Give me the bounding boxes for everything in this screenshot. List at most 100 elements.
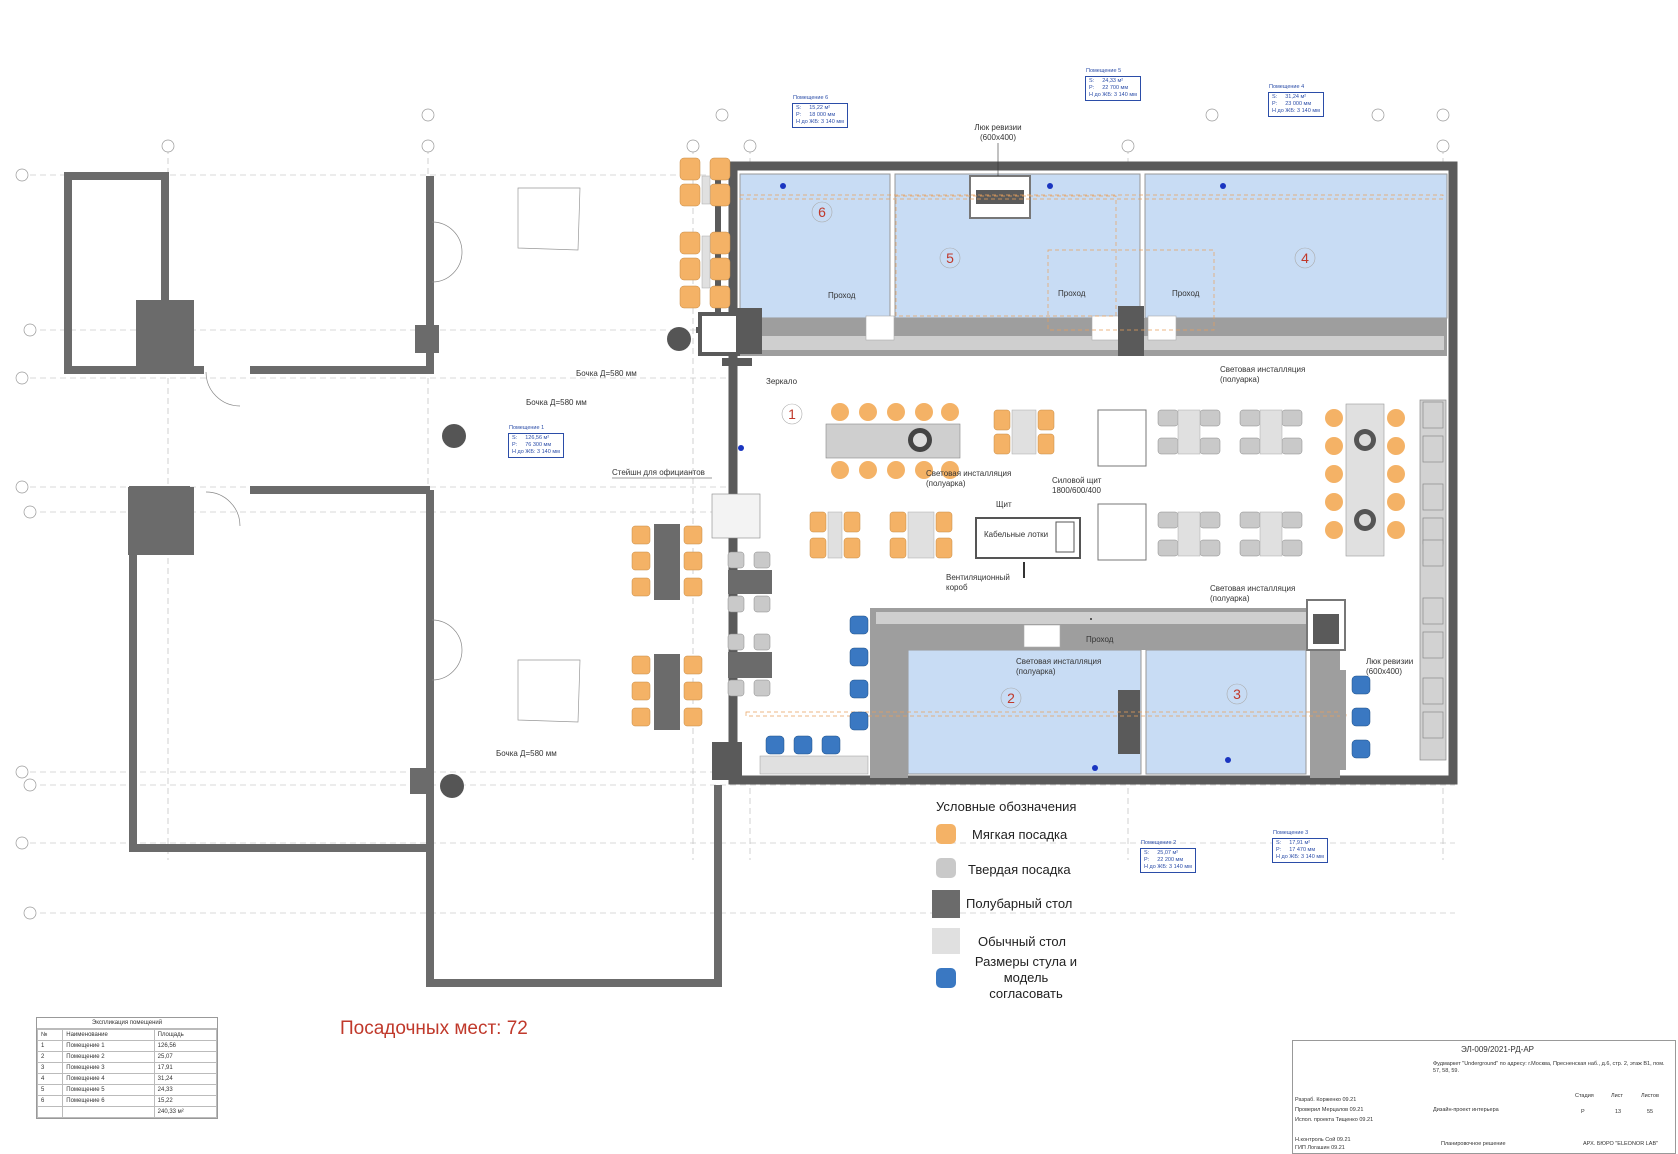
hatch-size-top: (600х400) xyxy=(980,133,1016,142)
column xyxy=(410,768,434,794)
signatory-row: ГИП Логашин 09.21 xyxy=(1295,1145,1345,1151)
light-install-sub-4: (полуарка) xyxy=(1016,667,1056,676)
project-description: Дизайн-проект интерьера xyxy=(1433,1107,1499,1113)
barrel-label-1: Бочка Д=580 мм xyxy=(576,369,637,378)
sheets-header: Листов xyxy=(1641,1093,1659,1099)
explication-table: Экспликация помещений № Наименование Пло… xyxy=(36,1017,218,1119)
sheet-header: Лист xyxy=(1611,1093,1623,1099)
column xyxy=(136,300,194,370)
legend-agree-3: согласовать xyxy=(989,986,1063,1001)
explication-title: Экспликация помещений xyxy=(37,1018,217,1029)
right-bench xyxy=(1419,399,1447,761)
room-number-2: 2 xyxy=(1007,690,1015,706)
room-tag-title: Помещение 3 xyxy=(1273,830,1309,836)
doc-code: ЭЛ-009/2021-РД-АР xyxy=(1461,1045,1534,1054)
room-tag-title: Помещение 2 xyxy=(1141,840,1177,846)
explic-header: Наименование xyxy=(62,1029,155,1041)
light-install-label-4: Световая инсталляция xyxy=(1016,657,1101,666)
room-tag-4: Помещение 4 S:31,24 м² P:23 000 мм Н до … xyxy=(1268,84,1324,117)
hatch-label-right: Люк ревизии xyxy=(1366,657,1413,666)
room-number-6: 6 xyxy=(818,204,826,220)
legend-halfbar: Полубарный стол xyxy=(966,896,1072,911)
room-tag-title: Помещение 1 xyxy=(509,425,545,431)
passage-label-2: Проход xyxy=(1058,289,1086,298)
hatch-size-right: (600х400) xyxy=(1366,667,1402,676)
legend: Условные обозначения Мягкая посадка Твер… xyxy=(932,799,1077,1001)
axis-bubbles xyxy=(15,108,1450,920)
explic-header: № xyxy=(36,1029,64,1041)
light-install-label-2: Световая инсталляция xyxy=(926,469,1011,478)
stage-value: Р xyxy=(1581,1109,1585,1115)
mirror-label: Зеркало xyxy=(766,377,798,386)
light-install-sub-2: (полуарка) xyxy=(926,479,966,488)
light-install-label-3: Световая инсталляция xyxy=(1210,584,1295,593)
light-install-sub-1: (полуарка) xyxy=(1220,375,1260,384)
project-address: Фудмаркет "Underground" по адресу: г.Мос… xyxy=(1433,1061,1665,1074)
room-tag-title: Помещение 4 xyxy=(1269,84,1305,90)
left-walls xyxy=(64,172,722,987)
legend-regular: Обычный стол xyxy=(978,934,1066,949)
sheet-value: 13 xyxy=(1615,1109,1622,1115)
room-tag-1: Помещение 1 S:126,56 м² P:76 300 мм Н до… xyxy=(508,425,564,458)
room-tag-title: Помещение 5 xyxy=(1086,68,1122,74)
table-row: 240,33 м² xyxy=(36,1106,218,1118)
explic-total: 240,33 м² xyxy=(153,1106,218,1118)
stair-shapes xyxy=(517,187,581,723)
legend-swatch-hard xyxy=(936,858,956,878)
legend-swatch-regular xyxy=(932,928,960,954)
room-number-4: 4 xyxy=(1301,250,1309,266)
door-swings xyxy=(205,221,463,681)
sheets-value: 55 xyxy=(1647,1109,1654,1115)
title-block: ЭЛ-009/2021-РД-АР Фудмаркет "Underground… xyxy=(1292,1040,1676,1154)
column xyxy=(128,487,194,555)
room-number-1: 1 xyxy=(788,406,796,422)
legend-swatch-halfbar xyxy=(932,890,960,918)
passage-label-1: Проход xyxy=(828,291,856,300)
room-tag-title: Помещение 6 xyxy=(793,95,829,101)
seats-total: Посадочных мест: 72 xyxy=(340,1018,528,1039)
room-tag-5: Помещение 5 S:24,33 м² P:22 700 мм Н до … xyxy=(1085,68,1141,101)
power-panel-label: Силовой щит xyxy=(1052,476,1102,485)
signatory-row: Испол. проекта Тищенко 09.21 xyxy=(1295,1117,1374,1123)
vent-duct-label: Вентиляционный xyxy=(946,573,1010,582)
legend-swatch-soft xyxy=(936,824,956,844)
column xyxy=(415,325,439,353)
bureau-name: АРХ. БЮРО "ELEONOR LAB" xyxy=(1583,1141,1659,1147)
legend-soft: Мягкая посадка xyxy=(972,827,1068,842)
room-numbers: 6 5 4 1 2 3 xyxy=(781,201,1316,709)
room-tag-2: Помещение 2 S:25,07 м² P:22 200 мм Н до … xyxy=(1140,840,1196,873)
blue-rooms xyxy=(739,173,1448,775)
light-install-label-1: Световая инсталляция xyxy=(1220,365,1305,374)
passage-label-4: Проход xyxy=(1086,635,1114,644)
legend-title: Условные обозначения xyxy=(936,799,1076,814)
vent-duct-label-2: короб xyxy=(946,583,968,592)
legend-agree-1: Размеры стула и xyxy=(975,954,1077,969)
barrel-label-2: Бочка Д=580 мм xyxy=(526,398,587,407)
furniture xyxy=(440,157,1405,798)
passage-label-3: Проход xyxy=(1172,289,1200,298)
legend-agree-2: модель xyxy=(1004,970,1049,985)
light-install-sub-3: (полуарка) xyxy=(1210,594,1250,603)
barrel-label-3: Бочка Д=580 мм xyxy=(496,749,557,758)
signatory-row: Н.контроль Сой 09.21 xyxy=(1295,1137,1351,1143)
shield-label: Щит xyxy=(996,500,1012,509)
room-tag-6: Помещение 6 S:15,22 м² P:18 000 мм Н до … xyxy=(792,95,848,128)
power-panel-size: 1800/600/400 xyxy=(1052,486,1101,495)
waiter-station-label: Стейшн для официантов xyxy=(612,468,705,477)
explic-header: Площадь xyxy=(153,1029,218,1041)
stage-header: Стадия xyxy=(1575,1093,1594,1099)
signatory-row: Разраб. Корженко 09.21 xyxy=(1295,1097,1357,1103)
room-tag-3: Помещение 3 S:17,91 м² P:17 470 мм Н до … xyxy=(1272,830,1328,863)
room-number-5: 5 xyxy=(946,250,954,266)
plan-title: Планировочное решение xyxy=(1441,1141,1506,1147)
legend-swatch-agree xyxy=(936,968,956,988)
cable-trays-label: Кабельные лотки xyxy=(984,530,1048,539)
signatory-row: Проверил Мерцалов 09.21 xyxy=(1295,1107,1364,1113)
